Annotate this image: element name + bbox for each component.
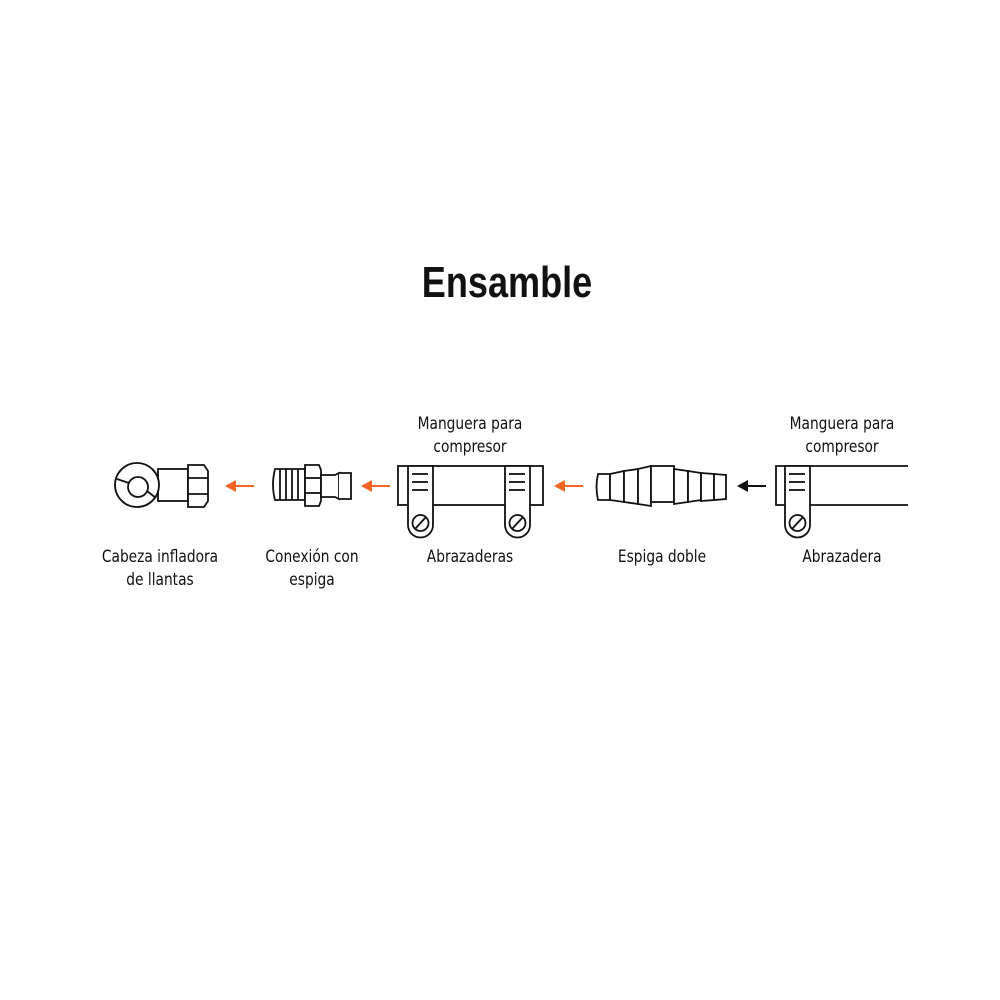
hose-barb-connector-icon [272, 464, 352, 507]
label-espiga: Espiga doble [617, 547, 707, 567]
page-title: Ensamble [421, 258, 593, 307]
arrow-left-icon [361, 480, 390, 492]
hose-clamps-icon [397, 465, 544, 539]
label-abrazadera: Abrazadera [802, 547, 882, 567]
hose-with-clamp-icon [775, 465, 908, 539]
label-abrazaderas: Abrazaderas [426, 547, 514, 567]
tire-inflator-head-icon [114, 462, 209, 508]
double-hose-barb-icon [595, 464, 727, 508]
arrow-left-icon [737, 480, 766, 492]
arrow-left-icon [554, 480, 583, 492]
arrow-left-icon [225, 480, 254, 492]
